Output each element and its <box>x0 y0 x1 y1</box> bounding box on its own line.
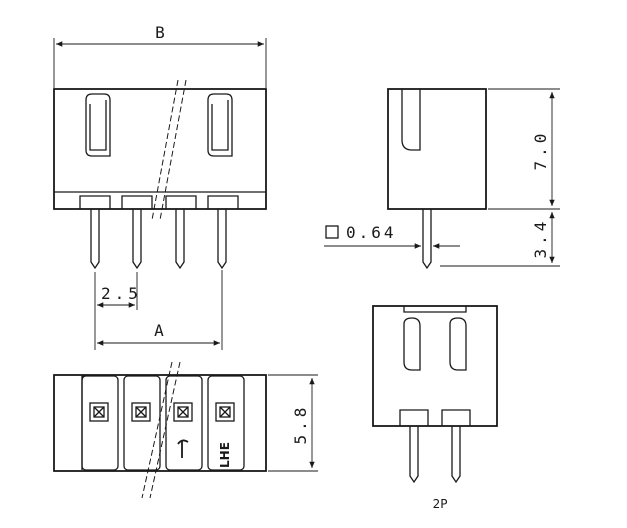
brand-mark-text: LHE <box>218 442 232 468</box>
variant-label: 2P <box>433 497 448 511</box>
height-body-label: 7.0 <box>531 130 550 171</box>
side-view: 7.0 3.4 0.64 <box>324 88 560 270</box>
pin-square-marks <box>89 402 235 422</box>
depth-label: 5.8 <box>291 404 310 445</box>
square-symbol-icon <box>325 225 339 239</box>
pin-square-label: 0.64 <box>346 223 397 242</box>
two-pin-view: 2P <box>372 305 498 511</box>
polarity-mark-icon <box>177 439 189 458</box>
dim-b-label: B <box>155 23 165 42</box>
front-view: B 2.5 A <box>53 23 267 350</box>
dim-a-label: A <box>154 321 164 340</box>
top-view: LHE 5.8 <box>53 361 318 499</box>
pin-tail-label: 3.4 <box>531 218 550 259</box>
pitch-label: 2.5 <box>101 284 142 303</box>
